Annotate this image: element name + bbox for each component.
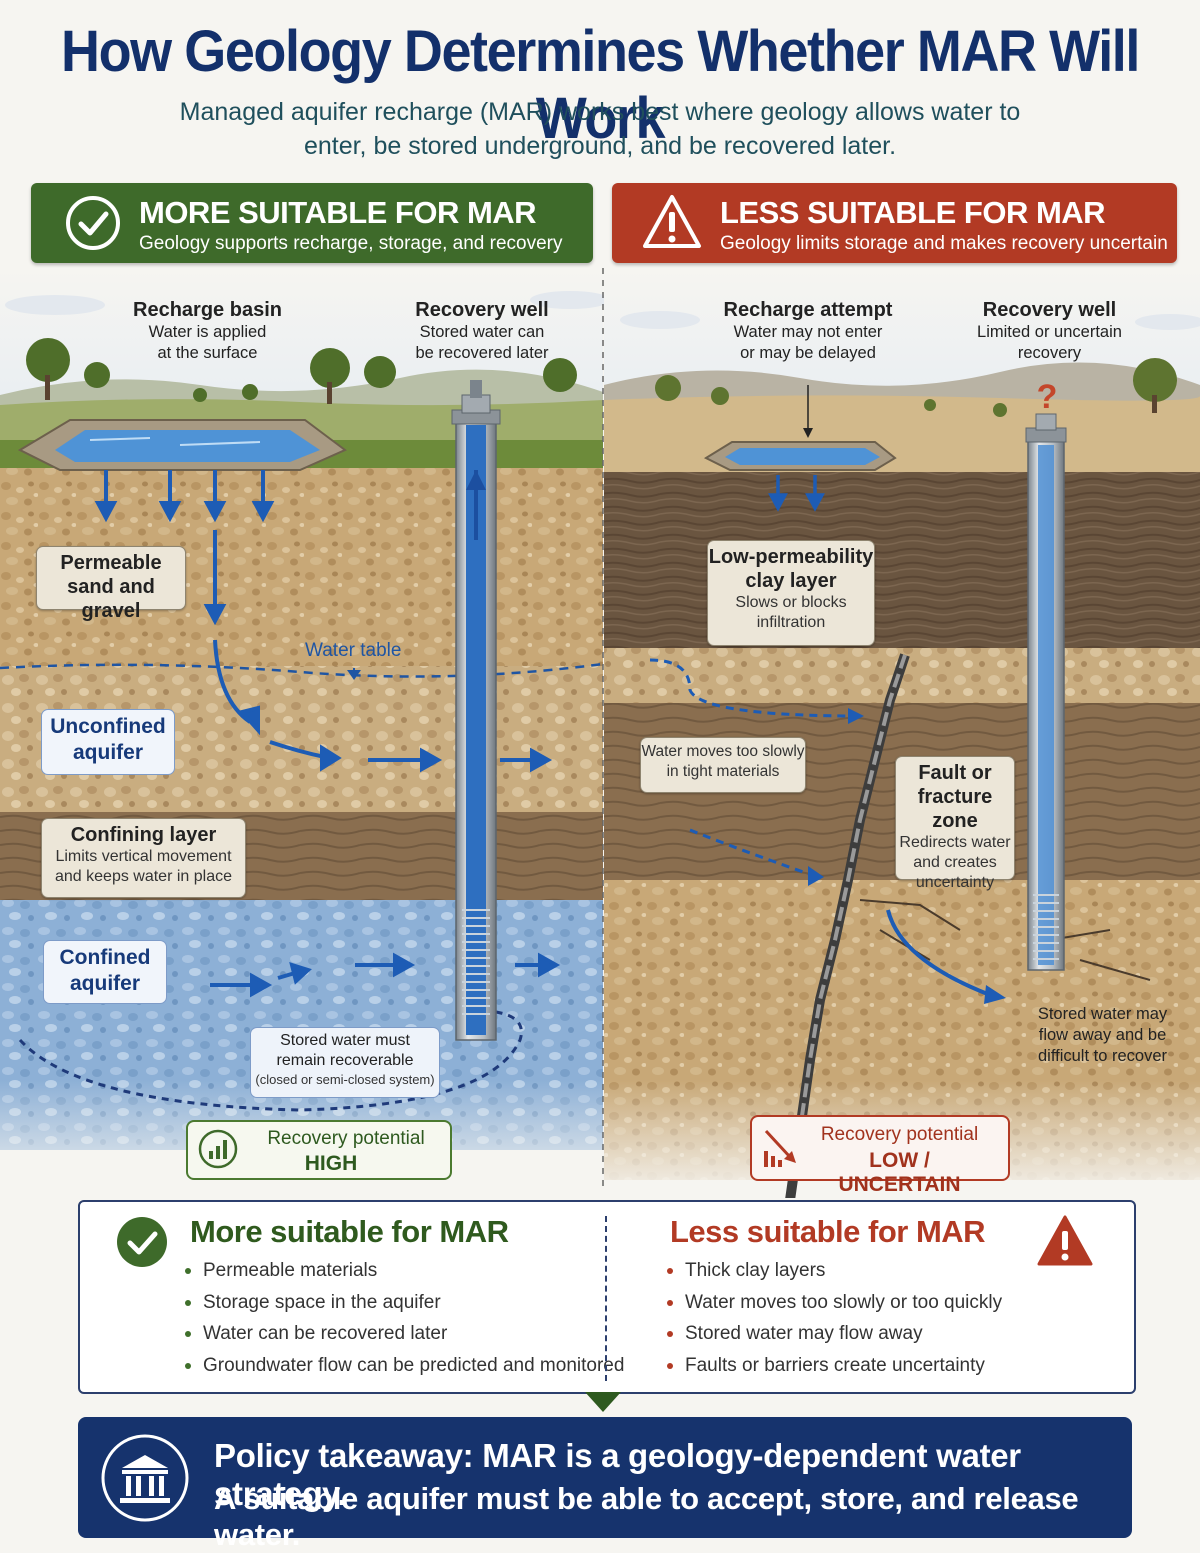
recharge-basin-title: Recharge basin (133, 299, 282, 321)
confining-line-1: Limits vertical movement (55, 848, 232, 865)
less-suitable-banner: LESS SUITABLE FOR MAR Geology limits sto… (612, 183, 1177, 263)
policy-line-2: A suitable aquifer must be able to accep… (214, 1481, 1079, 1552)
recharge-attempt-line-2: or may be delayed (740, 344, 876, 362)
subtitle-line-2: enter, be stored underground, and be rec… (303, 132, 897, 160)
flow-away-line-1: Stored water may (1037, 1005, 1168, 1023)
fault-line-5: uncertainty (915, 874, 995, 891)
right-recovery-well-label: Recovery well Limited or uncertain recov… (962, 299, 1137, 364)
list-item: Faults or barriers create uncertainty (665, 1350, 1002, 1382)
banner-subtitle: Geology supports recharge, storage, and … (139, 233, 563, 254)
recovery-well-line-2: be recovered later (415, 344, 549, 362)
fault-zone-box: Fault or fracture zone Redirects water a… (895, 756, 1015, 891)
confined-line-2: aquifer (69, 972, 140, 995)
summary-divider (605, 1216, 607, 1381)
policy-line-1: Policy takeaway: MAR is a geology-depend… (214, 1437, 1021, 1512)
flow-away-label: Stored water may flow away and be diffic… (1025, 1004, 1180, 1067)
banner-title: MORE SUITABLE FOR MAR (139, 195, 537, 230)
recharge-basin-label: Recharge basin Water is applied at the s… (120, 299, 295, 364)
fault-line-4: and creates (913, 854, 997, 871)
slow-line-2: in tight materials (666, 763, 780, 780)
list-item: Water can be recovered later (183, 1318, 624, 1350)
clay-line-4: infiltration (756, 614, 826, 631)
recovery-potential-high: Recovery potential HIGH (186, 1120, 452, 1180)
confining-layer-box: Confining layer Limits vertical movement… (41, 818, 246, 898)
clay-layer-box: Low-permeability clay layer Slows or blo… (707, 540, 875, 646)
recovery-value: HIGH (304, 1152, 358, 1175)
recovery-well-title: Recovery well (415, 299, 549, 321)
banner-title: LESS SUITABLE FOR MAR (720, 195, 1106, 230)
confining-line-2: and keeps water in place (55, 868, 232, 885)
recovery-well-title: Recovery well (982, 299, 1117, 321)
fault-line-1: Fault or (918, 762, 992, 784)
permeable-sand-box: Permeable sand and gravel (36, 546, 186, 622)
warning-triangle-icon (643, 195, 701, 248)
recharge-basin-line-1: Water is applied (148, 323, 267, 341)
check-circle-icon (66, 196, 120, 250)
recovery-potential-low: Recovery potential LOW / UNCERTAIN (750, 1115, 1010, 1196)
clay-line-3: Slows or blocks (735, 594, 847, 611)
left-recovery-well-label: Recovery well Stored water can be recove… (392, 299, 572, 364)
policy-takeaway-banner: Policy takeaway: MAR is a geology-depend… (78, 1417, 1132, 1552)
more-suitable-list: Permeable materials Storage space in the… (183, 1255, 624, 1381)
down-pointer-icon (585, 1392, 621, 1412)
warning-triangle-icon (1037, 1215, 1093, 1266)
clay-line-1: Low-permeability (708, 546, 874, 568)
banner-subtitle: Geology limits storage and makes recover… (720, 233, 1168, 254)
recovery-well-line-1: Stored water can (419, 323, 545, 341)
fault-line-3: Redirects water (899, 834, 1011, 851)
government-building-icon (101, 1434, 189, 1522)
recharge-basin-line-2: at the surface (157, 344, 258, 362)
list-item: Permeable materials (183, 1255, 624, 1287)
water-table-label: Water table (305, 640, 402, 661)
less-suitable-list: Thick clay layers Water moves too slowly… (665, 1255, 1002, 1381)
recovery-label: Recovery potential (267, 1128, 425, 1149)
recharge-attempt-line-1: Water may not enter (733, 323, 883, 341)
recovery-value: LOW / UNCERTAIN (838, 1149, 961, 1196)
geology-cross-section: ? (0, 268, 1200, 1198)
question-mark-icon: ? (1037, 378, 1058, 416)
check-circle-icon (117, 1217, 167, 1267)
stored-water-box: Stored water must remain recoverable (cl… (250, 1027, 440, 1098)
stored-line-1: Stored water must (280, 1032, 410, 1049)
bar-chart-down-icon (764, 1129, 796, 1167)
slow-water-box: Water moves too slowly in tight material… (640, 737, 806, 793)
list-item: Storage space in the aquifer (183, 1287, 624, 1319)
less-suitable-heading: Less suitable for MAR (670, 1214, 986, 1249)
recovery-label: Recovery potential (820, 1124, 979, 1145)
stored-line-3: (closed or semi-closed system) (255, 1072, 435, 1087)
list-item: Stored water may flow away (665, 1318, 1002, 1350)
unconfined-aquifer-box: Unconfined aquifer (41, 709, 175, 775)
flow-away-line-3: difficult to recover (1037, 1047, 1167, 1065)
permeable-line-1: Permeable (60, 552, 162, 574)
list-item: Groundwater flow can be predicted and mo… (183, 1350, 624, 1382)
more-suitable-heading: More suitable for MAR (190, 1214, 509, 1249)
page-title: How Geology Determines Whether MAR Will … (61, 19, 1140, 151)
clay-line-2: clay layer (745, 570, 837, 592)
recharge-attempt-title: Recharge attempt (723, 299, 893, 321)
confining-title: Confining layer (70, 824, 217, 846)
confined-line-1: Confined (59, 946, 151, 969)
recharge-attempt-label: Recharge attempt Water may not enter or … (712, 299, 904, 364)
subtitle-line-1: Managed aquifer recharge (MAR) works bes… (179, 98, 1021, 126)
more-suitable-banner: MORE SUITABLE FOR MAR Geology supports r… (31, 183, 593, 263)
recovery-well-line-2: recovery (1017, 344, 1082, 362)
fault-line-2: fracture zone (917, 786, 993, 832)
flow-away-line-2: flow away and be (1038, 1026, 1167, 1044)
list-item: Thick clay layers (665, 1255, 1002, 1287)
unconfined-line-2: aquifer (72, 741, 143, 764)
list-item: Water moves too slowly or too quickly (665, 1287, 1002, 1319)
stored-line-2: remain recoverable (276, 1052, 414, 1069)
permeable-line-2: sand and gravel (67, 576, 155, 622)
confined-aquifer-box: Confined aquifer (43, 940, 167, 1004)
unconfined-line-1: Unconfined (50, 715, 166, 738)
bar-chart-up-icon (198, 1129, 238, 1169)
recovery-well-line-1: Limited or uncertain (977, 323, 1122, 341)
slow-line-1: Water moves too slowly (641, 743, 805, 760)
summary-panel: More suitable for MAR Permeable material… (78, 1200, 1136, 1394)
